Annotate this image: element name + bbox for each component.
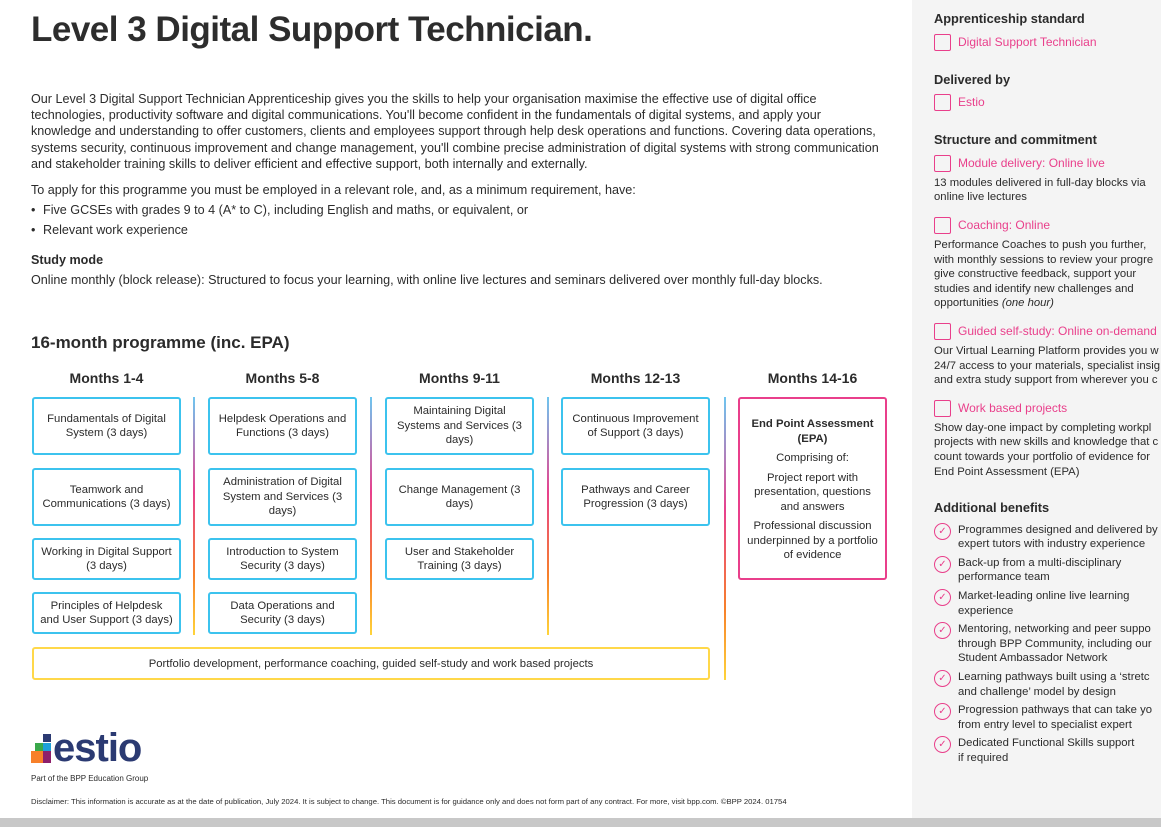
epa-title: End Point Assessment (EPA) (751, 418, 874, 445)
column-heading: Months 5-8 (245, 370, 320, 386)
epa-box: End Point Assessment (EPA) Comprising of… (738, 397, 887, 580)
epa-line: Project report with presentation, questi… (754, 471, 871, 513)
benefit-text: Progression pathways that can take yo fr… (958, 704, 1153, 731)
module-box: Helpdesk Operations and Functions (3 day… (208, 397, 357, 455)
briefcase-icon (934, 399, 951, 417)
item-title: Guided self-study: Online on-demand (958, 324, 1157, 339)
benefit-text: Mentoring, networking and peer suppo thr… (958, 623, 1152, 665)
requirement-item: Five GCSEs with grades 9 to 4 (A* to C),… (31, 200, 881, 220)
requirement-item: Relevant work experience (31, 220, 881, 240)
check-circle-icon: ✓ (934, 670, 951, 688)
item-line: Our Virtual Learning Platform provides y… (934, 344, 1159, 357)
item-line: count towards your portfolio of evidence… (934, 450, 1151, 463)
check-circle-icon: ✓ (934, 522, 951, 540)
item-line: studies and identify new challenges and (934, 282, 1134, 295)
item-line: Show day-one impact by completing workpl (934, 421, 1152, 434)
module-box: Continuous Improvement of Support (3 day… (561, 397, 710, 455)
page-title: Level 3 Digital Support Technician. (31, 10, 593, 49)
estio-link-label: Estio (958, 95, 985, 110)
item-line: Performance Coaches to push you further, (934, 238, 1147, 251)
study-mode-heading: Study mode (31, 253, 104, 267)
column-divider (193, 397, 195, 635)
logo-wordmark: estio (53, 726, 142, 770)
column-divider (724, 397, 726, 680)
sidebar: Apprenticeship standard Digital Support … (912, 0, 1161, 818)
check-circle-icon: ✓ (934, 589, 951, 607)
module-box: User and Stakeholder Training (3 days) (385, 538, 534, 580)
module-box: Principles of Helpdesk and User Support … (32, 592, 181, 634)
standard-link[interactable]: Digital Support Technician (934, 33, 1161, 51)
disclaimer: Disclaimer: This information is accurate… (31, 797, 787, 806)
item-line: and extra study support from wherever yo… (934, 374, 1158, 387)
standard-heading: Apprenticeship standard (934, 11, 1085, 26)
check-circle-icon: ✓ (934, 703, 951, 721)
structure-heading: Structure and commitment (934, 132, 1097, 148)
item-line: 24/7 access to your materials, specialis… (934, 359, 1161, 372)
delivered-heading: Delivered by (934, 71, 1011, 87)
programme-heading: 16-month programme (inc. EPA) (31, 333, 290, 352)
requirements-lead: To apply for this programme you must be … (31, 183, 636, 197)
portfolio-bar: Portfolio development, performance coach… (32, 647, 710, 680)
module-box: Pathways and Career Progression (3 days) (561, 468, 710, 526)
chat-icon (934, 216, 951, 234)
item-line: with monthly sessions to review your pro… (934, 253, 1154, 266)
module-box: Change Management (3 days) (385, 468, 534, 526)
module-box: Working in Digital Support (3 days) (32, 538, 181, 580)
epa-line: Professional discussion underpinned by a… (747, 520, 878, 561)
item-title: Work based projects (958, 400, 1068, 415)
module-box: Maintaining Digital Systems and Services… (385, 397, 534, 455)
column-heading: Months 12-13 (590, 370, 681, 386)
item-title: Module delivery: Online live (958, 155, 1105, 170)
benefit-item: ✓ Learning pathways built using a ‘stretc… (934, 670, 1161, 699)
benefit-item: ✓ Progression pathways that can take yo f… (934, 703, 1161, 732)
module-box: Administration of Digital System and Ser… (208, 468, 357, 526)
benefit-text: Learning pathways built using a ‘stretc … (958, 671, 1150, 698)
check-circle-icon: ✓ (934, 736, 951, 754)
module-box: Fundamentals of Digital System (3 days) (32, 397, 181, 455)
epa-line: Comprising of: (776, 452, 849, 464)
column-divider (547, 397, 549, 635)
benefit-item: ✓ Back-up from a multi-disciplinary perfo… (934, 555, 1161, 585)
group-tagline: Part of the BPP Education Group (31, 774, 149, 783)
benefit-text: Back-up from a multi-disciplinary perfor… (958, 556, 1122, 584)
document-icon (934, 33, 951, 51)
book-icon (934, 322, 951, 340)
standard-link-label: Digital Support Technician (958, 34, 1097, 49)
column-heading: Months 9-11 (419, 370, 500, 386)
module-box: Introduction to System Security (3 days) (208, 538, 357, 580)
benefit-text: Dedicated Functional Skills support if r… (958, 737, 1135, 764)
benefits-heading: Additional benefits (934, 500, 1050, 516)
benefit-item: ✓ Market-leading online live learning exp… (934, 589, 1161, 618)
module-box: Data Operations and Security (3 days) (208, 592, 357, 634)
item-line: online live lectures (934, 191, 1027, 204)
bottom-scrollbar[interactable] (0, 818, 1161, 827)
item-line: opportunities (934, 297, 1002, 310)
estio-link[interactable]: Estio (934, 94, 1161, 112)
item-title: Coaching: Online (958, 218, 1051, 233)
check-circle-icon: ✓ (934, 555, 951, 573)
benefit-text: Programmes designed and delivered by exp… (958, 523, 1158, 551)
benefit-item: ✓ Mentoring, networking and peer suppo th… (934, 622, 1161, 666)
benefit-text: Market-leading online live learning expe… (958, 590, 1130, 617)
intro-paragraph: Our Level 3 Digital Support Technician A… (31, 92, 879, 171)
item-line: projects with new skills and knowledge t… (934, 436, 1159, 449)
module-box: Teamwork and Communications (3 days) (32, 468, 181, 526)
item-line: 13 modules delivered in full-day blocks … (934, 176, 1146, 189)
item-line: give constructive feedback, support your (934, 268, 1137, 281)
check-circle-icon: ✓ (934, 622, 951, 640)
study-mode-text: Online monthly (block release): Structur… (31, 273, 823, 287)
benefit-item: ✓ Dedicated Functional Skills support if … (934, 736, 1161, 765)
column-heading: Months 14-16 (767, 370, 858, 386)
clipboard-icon (934, 94, 951, 112)
monitor-icon (934, 154, 951, 172)
requirements: To apply for this programme you must be … (31, 180, 881, 240)
benefit-item: ✓ Programmes designed and delivered by ex… (934, 522, 1161, 552)
column-divider (370, 397, 372, 635)
item-line: End Point Assessment (EPA) (934, 465, 1080, 478)
item-duration: (one hour) (1001, 297, 1054, 310)
column-heading: Months 1-4 (69, 370, 144, 386)
